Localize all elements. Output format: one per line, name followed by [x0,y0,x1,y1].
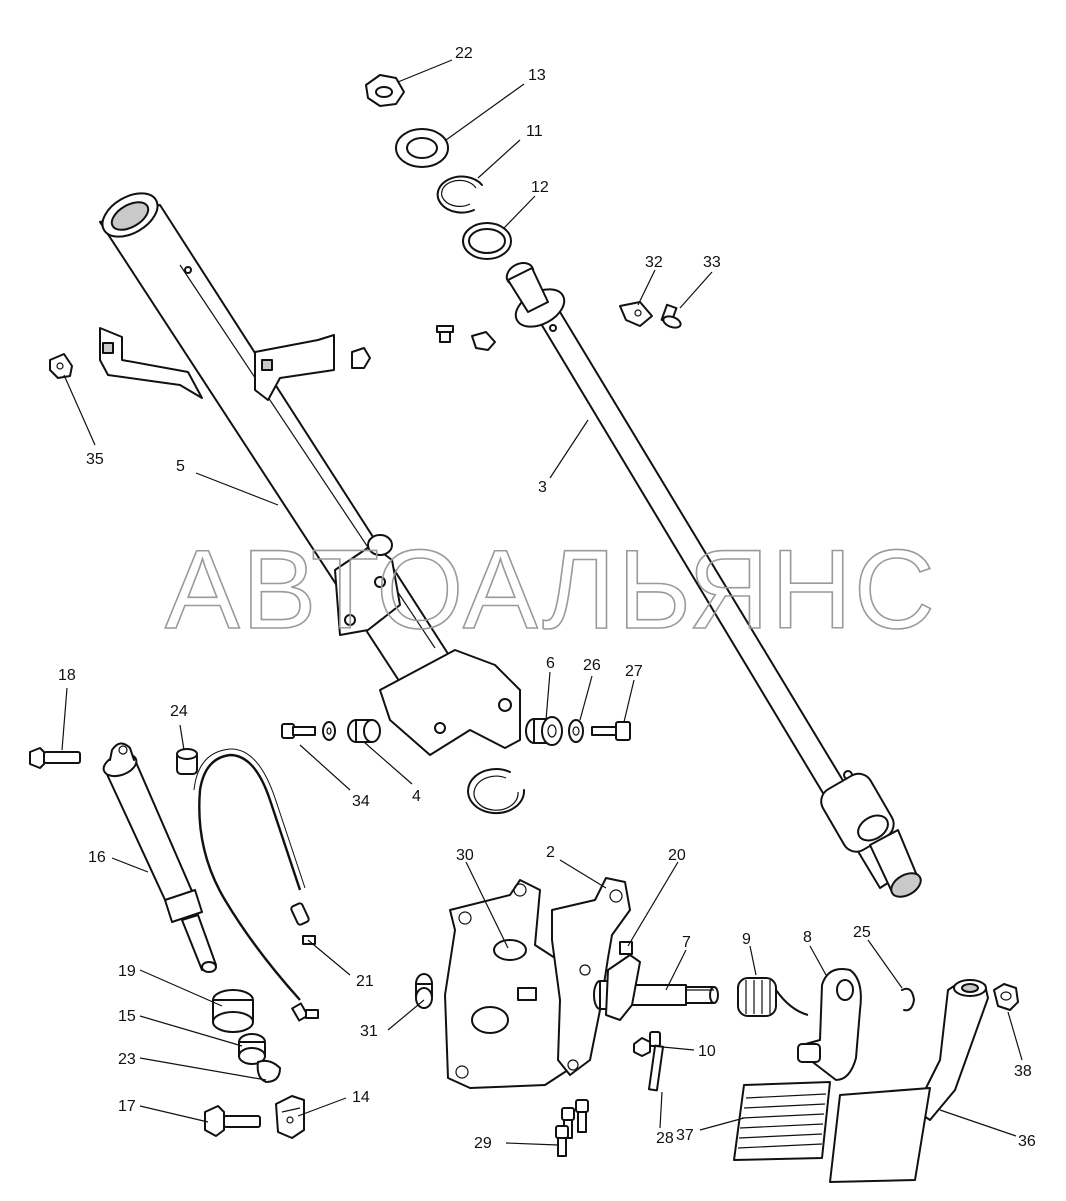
nut-24 [176,748,198,775]
callout-10: 10 [698,1043,716,1060]
clip-23 [256,1059,281,1083]
column-lower-bracket [334,534,521,756]
screws-29 [555,1099,589,1157]
callout-8: 8 [803,929,812,946]
screw-28 [647,1031,665,1092]
callout-32: 32 [645,254,663,271]
small-clip-left [471,331,496,351]
callout-35: 35 [86,451,104,468]
watermark-text: АВТОАЛЬЯНС [165,527,937,652]
callout-3: 3 [538,479,547,496]
cable-21 [193,748,319,1022]
bushing-19 [212,989,254,1033]
callout-21: 21 [356,973,374,990]
pedal-pad-37 [733,1081,831,1161]
pedal-arm-36 [914,979,989,1121]
callout-20: 20 [668,847,686,864]
callout-6: 6 [546,655,555,672]
screw-34 [281,723,316,739]
washer-13 [395,128,449,168]
callout-34: 34 [352,793,370,810]
steering-shaft [505,261,922,898]
column-upper-bracket [99,327,335,401]
callout-17: 17 [118,1098,136,1115]
pedal-bracket-30 [444,879,571,1089]
callout-28: 28 [656,1130,674,1147]
pedal-pad-large [829,1087,931,1183]
washer-26 [568,719,584,743]
bolt-17 [204,1105,261,1137]
callout-30: 30 [456,847,474,864]
clip-25 [901,987,915,1012]
callout-22: 22 [455,45,473,62]
callout-4: 4 [412,788,421,805]
bushing-15 [238,1033,266,1065]
small-block-right [351,347,371,369]
pedal-arm-bracket-7 [605,941,641,1021]
nut-10 [633,1037,651,1057]
callout-23: 23 [118,1051,136,1068]
callout-2: 2 [546,844,555,861]
small-screw-left [436,325,454,343]
callout-11: 11 [526,123,543,140]
callout-15: 15 [118,1008,136,1025]
callout-7: 7 [682,934,691,951]
screw-27 [591,721,631,741]
bolt-18 [29,747,81,769]
callout-18: 18 [58,667,76,684]
lever-8 [797,968,862,1081]
circlip-11 [436,175,483,214]
nut-38 [993,983,1019,1011]
callout-16: 16 [88,849,106,866]
clip-35 [49,353,73,379]
callout-12: 12 [531,179,549,196]
callout-36: 36 [1018,1133,1036,1150]
callout-31: 31 [360,1023,378,1040]
nut-22 [365,74,405,107]
bushing-6 [525,716,563,746]
callout-labels: 22 13 11 12 32 33 35 5 3 18 24 6 26 27 3… [58,45,1036,1152]
callout-9: 9 [742,931,751,948]
callout-38: 38 [1014,1063,1032,1080]
damper-16 [102,742,217,973]
callout-37: 37 [676,1127,694,1144]
callout-19: 19 [118,963,136,980]
spring-9 [737,977,809,1017]
callout-33: 33 [703,254,721,271]
bushing-4 [347,719,381,743]
clip-32 [619,301,653,327]
callout-26: 26 [583,657,601,674]
ring-12 [462,222,512,260]
leader-lines [61,59,1023,1146]
callout-24: 24 [170,703,188,720]
callout-29: 29 [474,1135,492,1152]
washer-small-34 [322,721,336,741]
callout-27: 27 [625,663,643,680]
bushing-31 [415,973,433,1009]
screw-33 [660,303,682,329]
circlip-large [467,768,526,815]
callout-13: 13 [528,67,546,84]
callout-14: 14 [352,1089,370,1106]
bracket-14 [275,1095,305,1139]
callout-5: 5 [176,458,185,475]
callout-25: 25 [853,924,871,941]
